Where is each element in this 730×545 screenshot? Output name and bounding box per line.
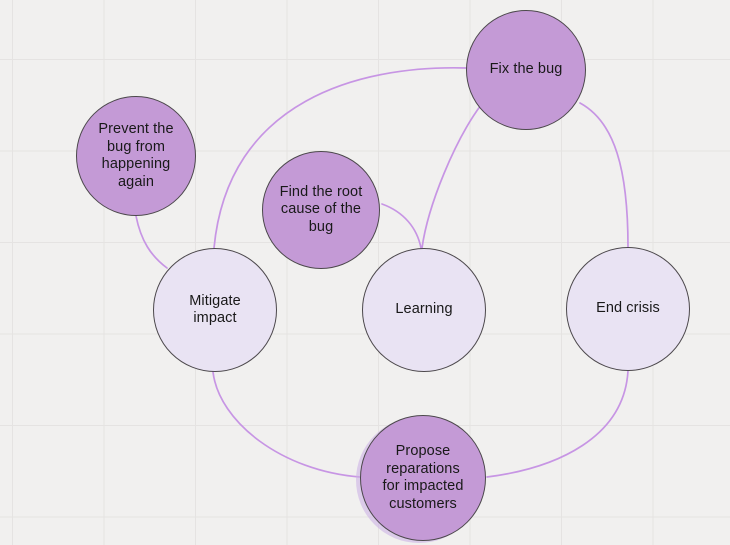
node-find-root-cause-label: Find the root cause of the bug xyxy=(279,183,363,235)
node-end-crisis-label: End crisis xyxy=(596,300,660,317)
edge-mitigate-impact-to-propose-reparations[interactable] xyxy=(212,371,361,478)
node-propose-reparations-label: Propose reparations for impacted custome… xyxy=(382,443,464,512)
node-prevent-the-bug-label: Prevent the bug from happening again xyxy=(98,121,174,190)
node-end-crisis[interactable]: End crisis xyxy=(566,247,690,371)
node-learning-label: Learning xyxy=(395,301,453,318)
node-prevent-the-bug-from-happening-again[interactable]: Prevent the bug from happening again xyxy=(76,96,196,216)
node-mitigate-impact[interactable]: Mitigate impact xyxy=(153,248,277,372)
node-fix-the-bug[interactable]: Fix the bug xyxy=(466,10,586,130)
node-propose-reparations-for-impacted-customers[interactable]: Propose reparations for impacted custome… xyxy=(360,415,486,541)
edge-fix-the-bug-to-end-crisis[interactable] xyxy=(579,102,629,248)
node-find-the-root-cause-of-the-bug[interactable]: Find the root cause of the bug xyxy=(262,151,380,269)
edge-fix-the-bug-to-learning[interactable] xyxy=(421,104,482,249)
edge-fix-the-bug-to-mitigate-impact[interactable] xyxy=(213,66,467,249)
edge-find-root-cause-to-learning[interactable] xyxy=(381,203,422,249)
node-mitigate-impact-label: Mitigate impact xyxy=(189,292,241,327)
edge-propose-reparations-to-end-crisis[interactable] xyxy=(486,370,629,478)
edge-prevent-bug-to-mitigate-impact[interactable] xyxy=(135,215,168,269)
node-fix-the-bug-label: Fix the bug xyxy=(489,61,563,78)
node-learning[interactable]: Learning xyxy=(362,248,486,372)
